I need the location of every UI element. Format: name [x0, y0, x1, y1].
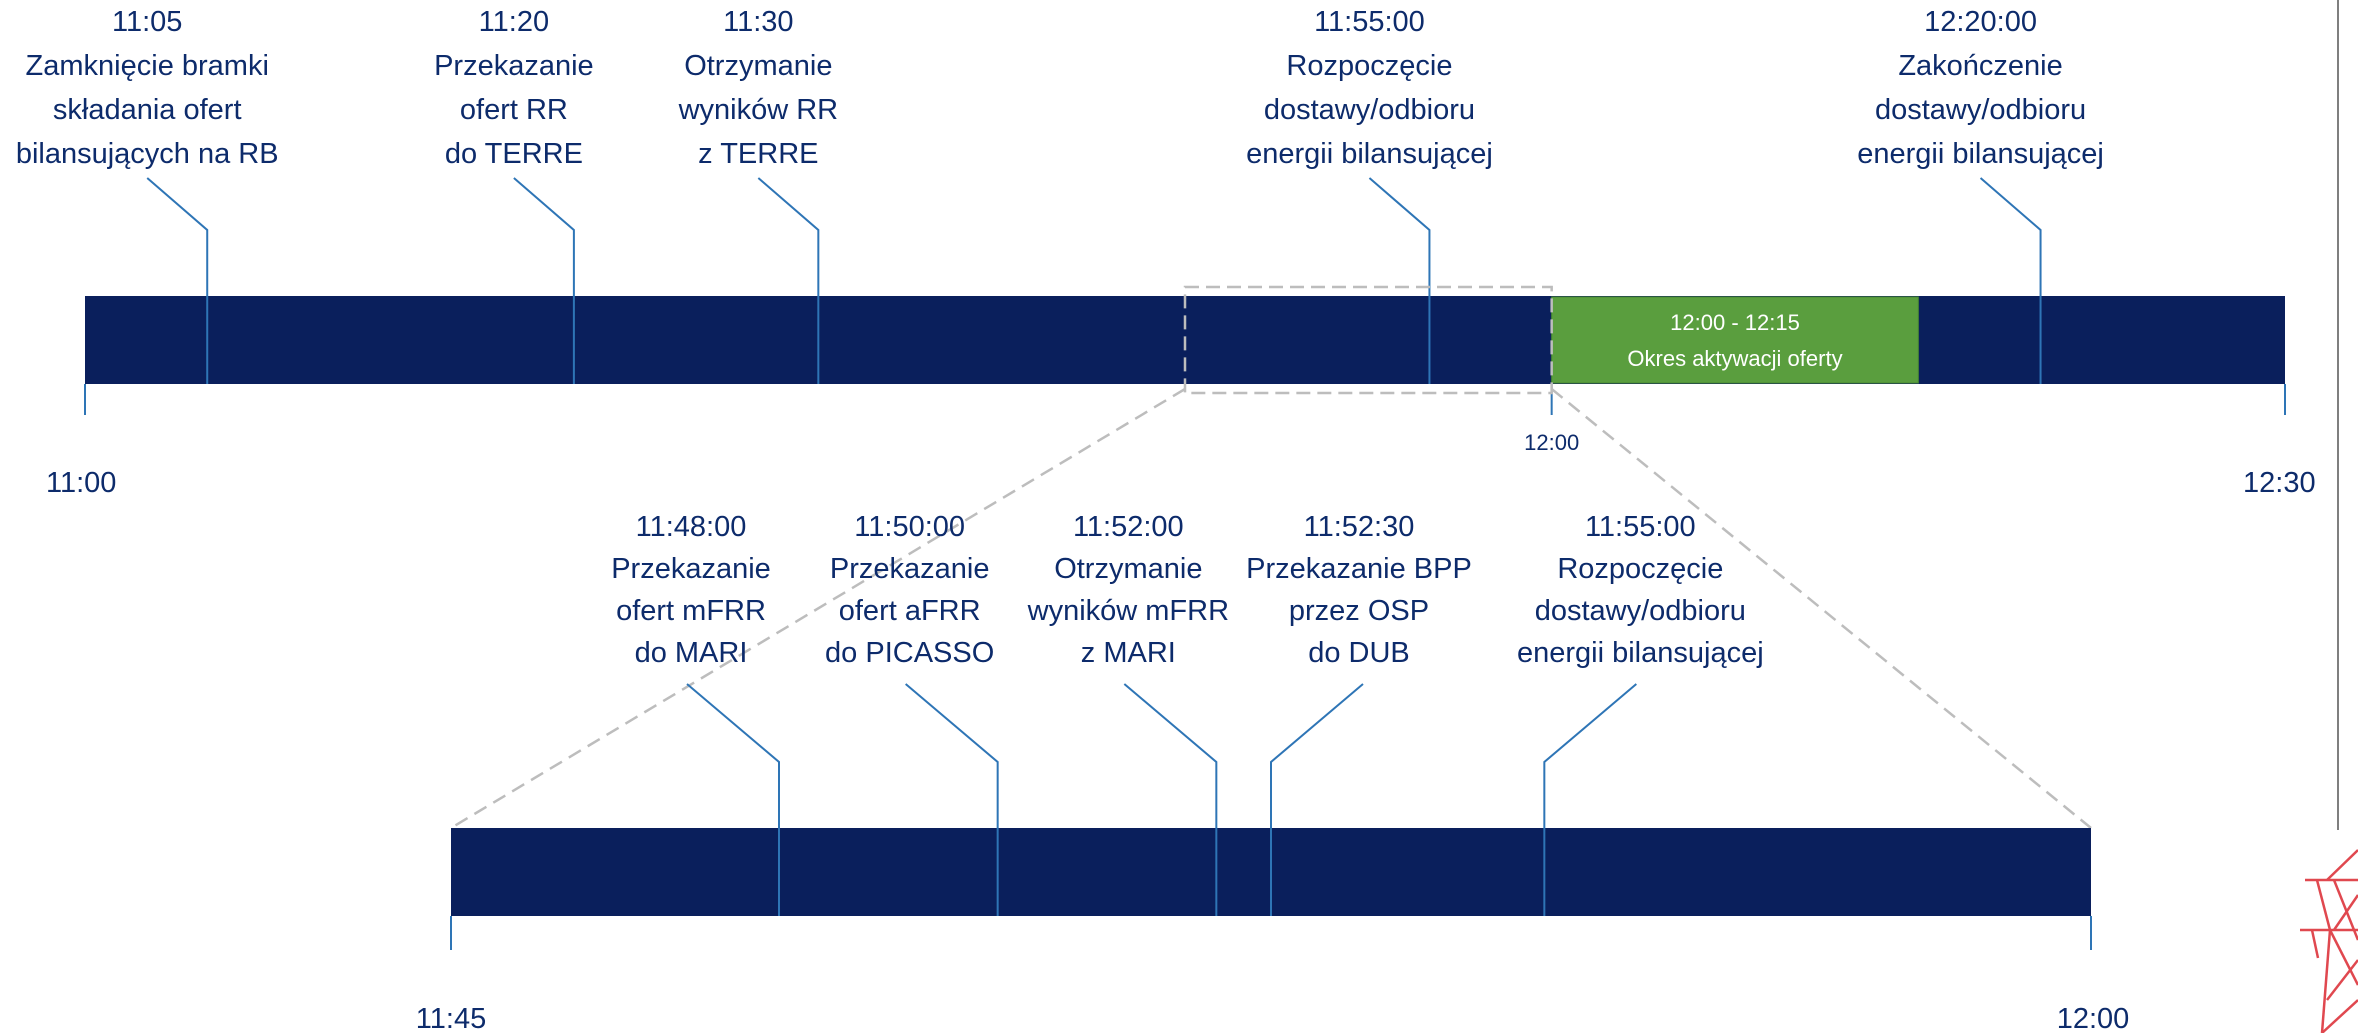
event-description-line: do TERRE — [445, 138, 583, 170]
activation-period-time: 12:00 - 12:15 — [1670, 310, 1800, 335]
zoom-connector-right — [1550, 388, 2092, 829]
event-time: 11:52:00 — [1073, 511, 1184, 543]
event-callout-line — [686, 683, 780, 828]
event-description-line: dostawy/odbioru — [1535, 595, 1746, 627]
event-time: 11:30 — [723, 6, 793, 38]
event-description-line: składania ofert — [53, 94, 242, 126]
event-description-line: Otrzymanie — [1054, 553, 1202, 585]
event-description-line: ofert aFRR — [839, 595, 981, 627]
event-description-line: Przekazanie — [611, 553, 771, 585]
event-time: 11:55:00 — [1585, 511, 1696, 543]
event-time: 12:20:00 — [1924, 6, 2037, 38]
event-time: 11:55:00 — [1314, 6, 1425, 38]
event-description-line: z TERRE — [698, 138, 818, 170]
top-start-label: 11:00 — [46, 467, 116, 499]
event-description-line: z MARI — [1081, 637, 1176, 669]
event-callout-line — [146, 177, 209, 296]
event-description-line: Zamknięcie bramki — [26, 50, 269, 82]
event-description-line: do DUB — [1308, 637, 1410, 669]
zoom-connector-left — [450, 387, 1186, 830]
event-time: 11:50:00 — [854, 511, 965, 543]
event-callout-line — [513, 177, 575, 296]
event-description-line: Rozpoczęcie — [1286, 50, 1452, 82]
top-mid-label: 12:00 — [1524, 430, 1579, 455]
event-description-line: wyników mFRR — [1027, 595, 1229, 627]
activation-period-label: Okres aktywacji oferty — [1627, 346, 1842, 371]
event-description-line: energii bilansującej — [1246, 138, 1493, 170]
bottom-start-label: 11:45 — [416, 1003, 486, 1033]
activation-period-block — [1551, 296, 1919, 384]
event-description-line: wyników RR — [678, 94, 839, 126]
event-description-line: Zakończenie — [1898, 50, 2062, 82]
event-time: 11:20 — [479, 6, 549, 38]
event-time: 11:05 — [112, 6, 182, 38]
event-time: 11:52:30 — [1304, 511, 1415, 543]
event-description-line: dostawy/odbioru — [1875, 94, 2086, 126]
event-callout-line — [905, 683, 999, 828]
event-callout-line — [1123, 683, 1218, 828]
event-description-line: Rozpoczęcie — [1557, 553, 1723, 585]
event-description-line: bilansujących na RB — [16, 138, 279, 170]
event-description-line: dostawy/odbioru — [1264, 94, 1475, 126]
event-description-line: przez OSP — [1289, 595, 1429, 627]
event-description-line: energii bilansującej — [1517, 637, 1764, 669]
event-callout-line — [757, 177, 820, 296]
top-end-label: 12:30 — [2243, 467, 2316, 499]
event-description-line: energii bilansującej — [1857, 138, 2104, 170]
event-description-line: ofert mFRR — [616, 595, 766, 627]
event-description-line: do MARI — [635, 637, 748, 669]
event-callout-line — [1543, 683, 1637, 828]
event-time: 11:48:00 — [636, 511, 747, 543]
event-description-line: ofert RR — [460, 94, 568, 126]
event-description-line: Przekazanie — [434, 50, 594, 82]
event-callout-line — [1368, 177, 1431, 296]
event-callout-line — [1270, 683, 1364, 828]
event-callout-line — [1979, 177, 2042, 296]
event-description-line: Przekazanie BPP — [1246, 553, 1472, 585]
power-tower-icon — [2300, 849, 2358, 1033]
event-description-line: Otrzymanie — [684, 50, 832, 82]
top-timeline: 12:00 - 12:15 Okres aktywacji oferty 11:… — [16, 6, 2316, 499]
zoom-window — [1183, 285, 1553, 395]
event-description-line: do PICASSO — [825, 637, 994, 669]
bottom-end-label: 12:00 — [2057, 1003, 2130, 1033]
event-description-line: Przekazanie — [830, 553, 990, 585]
